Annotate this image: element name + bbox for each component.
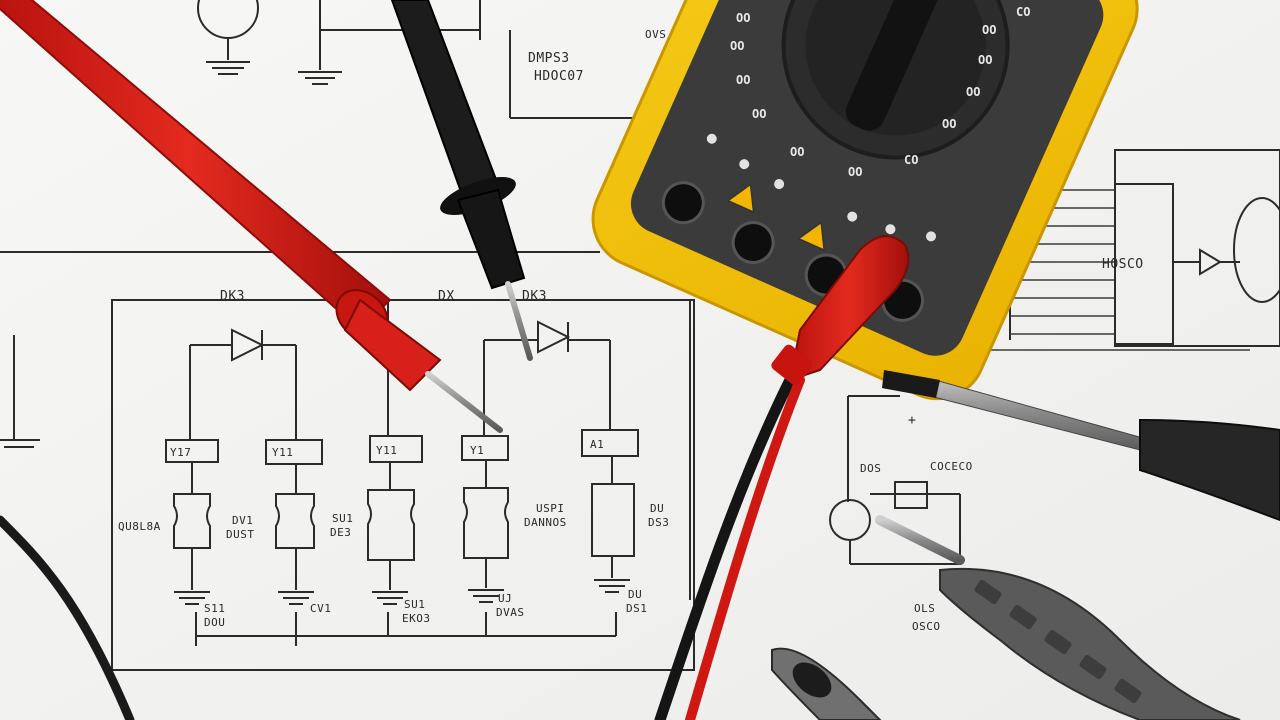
svg-text:EKO3: EKO3 xyxy=(402,612,431,625)
svg-text:UJ: UJ xyxy=(498,592,512,605)
svg-text:Y17: Y17 xyxy=(170,446,191,459)
svg-text:OO: OO xyxy=(736,11,750,25)
svg-text:DS1: DS1 xyxy=(626,602,647,615)
component-bank-1: Y17 QU8L8A S11 DOU xyxy=(118,345,225,629)
svg-text:SU1: SU1 xyxy=(332,512,353,525)
svg-text:OO: OO xyxy=(730,39,744,53)
svg-text:CO: CO xyxy=(904,153,918,167)
diode-label-2: DX xyxy=(438,289,455,304)
component-bank-3: Y11 SU1 DE3 SU1 EKO3 xyxy=(330,300,431,625)
warning-icon xyxy=(726,183,755,214)
svg-text:OO: OO xyxy=(982,23,996,37)
red-wire-bottom xyxy=(685,375,805,720)
schematic-drawing: DMPS3 HDOC07 OVS DK3 DX DK3 xyxy=(0,0,1280,671)
svg-text:+: + xyxy=(908,413,916,428)
svg-text:DV1: DV1 xyxy=(232,514,253,527)
svg-text:DS3: DS3 xyxy=(648,516,669,529)
label-top-block-2: HDOC07 xyxy=(534,69,584,84)
jack-2 xyxy=(731,221,775,265)
label-right-block: HOSCO xyxy=(1102,257,1144,272)
black-probe xyxy=(390,0,533,361)
svg-text:USPI: USPI xyxy=(536,502,565,515)
diode-label-3: DK3 xyxy=(522,289,547,304)
multimeter: OO OO OO OO OO OO CO OO OO OO OO CO xyxy=(591,0,1139,401)
svg-text:SU1: SU1 xyxy=(404,598,425,611)
svg-text:OO: OO xyxy=(848,165,862,179)
svg-text:A1: A1 xyxy=(590,438,604,451)
svg-text:DANNOS: DANNOS xyxy=(524,516,567,529)
svg-text:OO: OO xyxy=(736,73,750,87)
svg-text:DUST: DUST xyxy=(226,528,255,541)
label-top-right: OVS xyxy=(645,28,666,41)
svg-text:Y11: Y11 xyxy=(272,446,293,459)
svg-text:OO: OO xyxy=(942,117,956,131)
svg-text:OSCO: OSCO xyxy=(912,620,941,633)
component-bank-2: Y11 DV1 DUST CV1 xyxy=(226,345,331,615)
dial-knob xyxy=(845,0,946,131)
svg-text:OO: OO xyxy=(978,53,992,67)
svg-text:QU8L8A: QU8L8A xyxy=(118,520,161,533)
component-bank-4: Y1 USPI DANNOS UJ DVAS xyxy=(461,340,567,619)
black-cable-left xyxy=(0,515,135,720)
dial-labels: OO OO OO OO OO OO CO OO OO OO OO CO xyxy=(730,5,1030,179)
pliers xyxy=(771,515,1241,720)
lower-right-circuit: + DOS COCECO OLS OSCO xyxy=(829,395,973,633)
svg-text:DU: DU xyxy=(628,588,642,601)
svg-text:S11: S11 xyxy=(204,602,225,615)
svg-text:DOS: DOS xyxy=(860,462,881,475)
svg-text:OO: OO xyxy=(752,107,766,121)
screwdriver xyxy=(882,370,1280,522)
jack-1 xyxy=(661,181,705,225)
svg-text:CO: CO xyxy=(1016,5,1030,19)
warning-icon xyxy=(797,221,826,252)
right-block-diagram: HOSCO xyxy=(984,149,1280,351)
component-bank-5: A1 DU DS3 DU DS1 xyxy=(581,340,669,615)
svg-text:DVAS: DVAS xyxy=(496,606,525,619)
svg-text:DE3: DE3 xyxy=(330,526,351,539)
svg-text:OO: OO xyxy=(790,145,804,159)
svg-text:CV1: CV1 xyxy=(310,602,331,615)
label-top-block-1: DMPS3 xyxy=(528,51,570,66)
svg-text:OO: OO xyxy=(966,85,980,99)
svg-text:Y11: Y11 xyxy=(376,444,397,457)
diode-row: DK3 DX DK3 xyxy=(190,289,610,362)
black-wire-bottom xyxy=(654,374,796,720)
svg-text:DU: DU xyxy=(650,502,664,515)
svg-text:DOU: DOU xyxy=(204,616,225,629)
red-probe-plug xyxy=(771,235,910,386)
svg-text:OLS: OLS xyxy=(914,602,935,615)
svg-text:Y1: Y1 xyxy=(470,444,484,457)
svg-text:COCECO: COCECO xyxy=(930,460,973,473)
diode-label-1: DK3 xyxy=(220,289,245,304)
red-probe xyxy=(0,0,503,433)
